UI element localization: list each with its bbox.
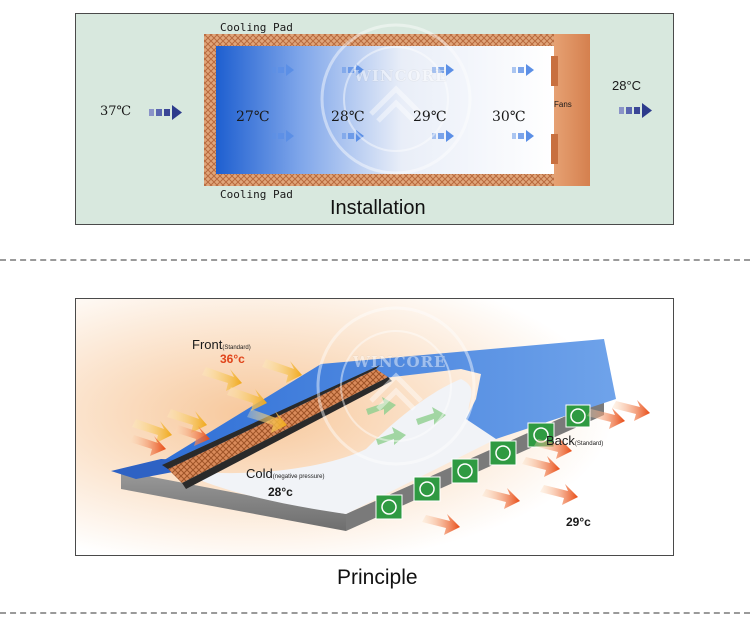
section-divider (0, 259, 750, 261)
front-temp: 36°c (220, 352, 245, 366)
fan-unit (375, 494, 403, 520)
fan-unit (489, 440, 517, 466)
fan-unit (451, 458, 479, 484)
temp-inlet: 37℃ (100, 104, 132, 119)
temp-outlet: 28°C (612, 78, 642, 93)
interior-airflow-arrows (366, 397, 446, 445)
outlet-arrow (619, 103, 652, 118)
watermark-logo: WINCORE (353, 353, 447, 371)
temp-zone-29: 29℃ (413, 109, 447, 125)
temp-zone-28: 28℃ (331, 109, 365, 125)
airflow-arrows (272, 64, 534, 142)
fan-wall (554, 34, 590, 186)
fan-unit (551, 56, 558, 86)
fan-unit (551, 134, 558, 164)
back-label: Back(Standard) (546, 432, 603, 450)
temp-zone-30: 30℃ (492, 109, 526, 125)
principle-caption: Principle (337, 566, 418, 589)
cooling-pad-wall (204, 34, 218, 186)
cold-label: Cold(negative pressure) (246, 465, 324, 483)
principle-diagram: WINCORE Front(Standard) 36°c Cold(negati… (75, 298, 674, 556)
hot-inflow-arrows (132, 359, 302, 443)
installation-illustration (149, 34, 652, 186)
watermark-seal: WINCORE (311, 301, 481, 471)
cold-title: Cold (246, 466, 273, 481)
back-note: (Standard) (574, 441, 604, 447)
front-title: Front (192, 337, 223, 352)
front-note: (Standard) (222, 345, 251, 351)
fan-unit (413, 476, 441, 502)
back-temp: 29°c (566, 515, 591, 529)
cooling-pad-top-label: Cooling Pad (220, 21, 293, 34)
cold-interior (121, 379, 496, 514)
exhaust-outflow-arrows (422, 400, 650, 535)
cooling-pad-frame (182, 377, 392, 489)
installation-diagram: WINCORE Cooling Pad Cooling Pad 37℃ 27℃ … (75, 13, 674, 225)
watermark-logo: WINCORE (354, 67, 448, 85)
section-divider (0, 612, 750, 614)
cooling-pad-bottom-label: Cooling Pad (220, 188, 293, 201)
watermark-seal: WINCORE (316, 19, 476, 179)
front-label: Front(Standard) (192, 336, 251, 354)
fans-label: Fans (554, 100, 572, 109)
inlet-arrow (149, 105, 182, 120)
back-title: Back (546, 433, 575, 448)
principle-illustration (76, 299, 673, 555)
cold-note: (negative pressure) (272, 474, 325, 480)
installation-caption: Installation (330, 197, 426, 219)
temp-zone-27: 27℃ (236, 109, 270, 125)
cold-temp: 28°c (268, 485, 293, 499)
hot-inflow-arrows-red (130, 425, 210, 456)
building-front-wall (121, 471, 346, 531)
